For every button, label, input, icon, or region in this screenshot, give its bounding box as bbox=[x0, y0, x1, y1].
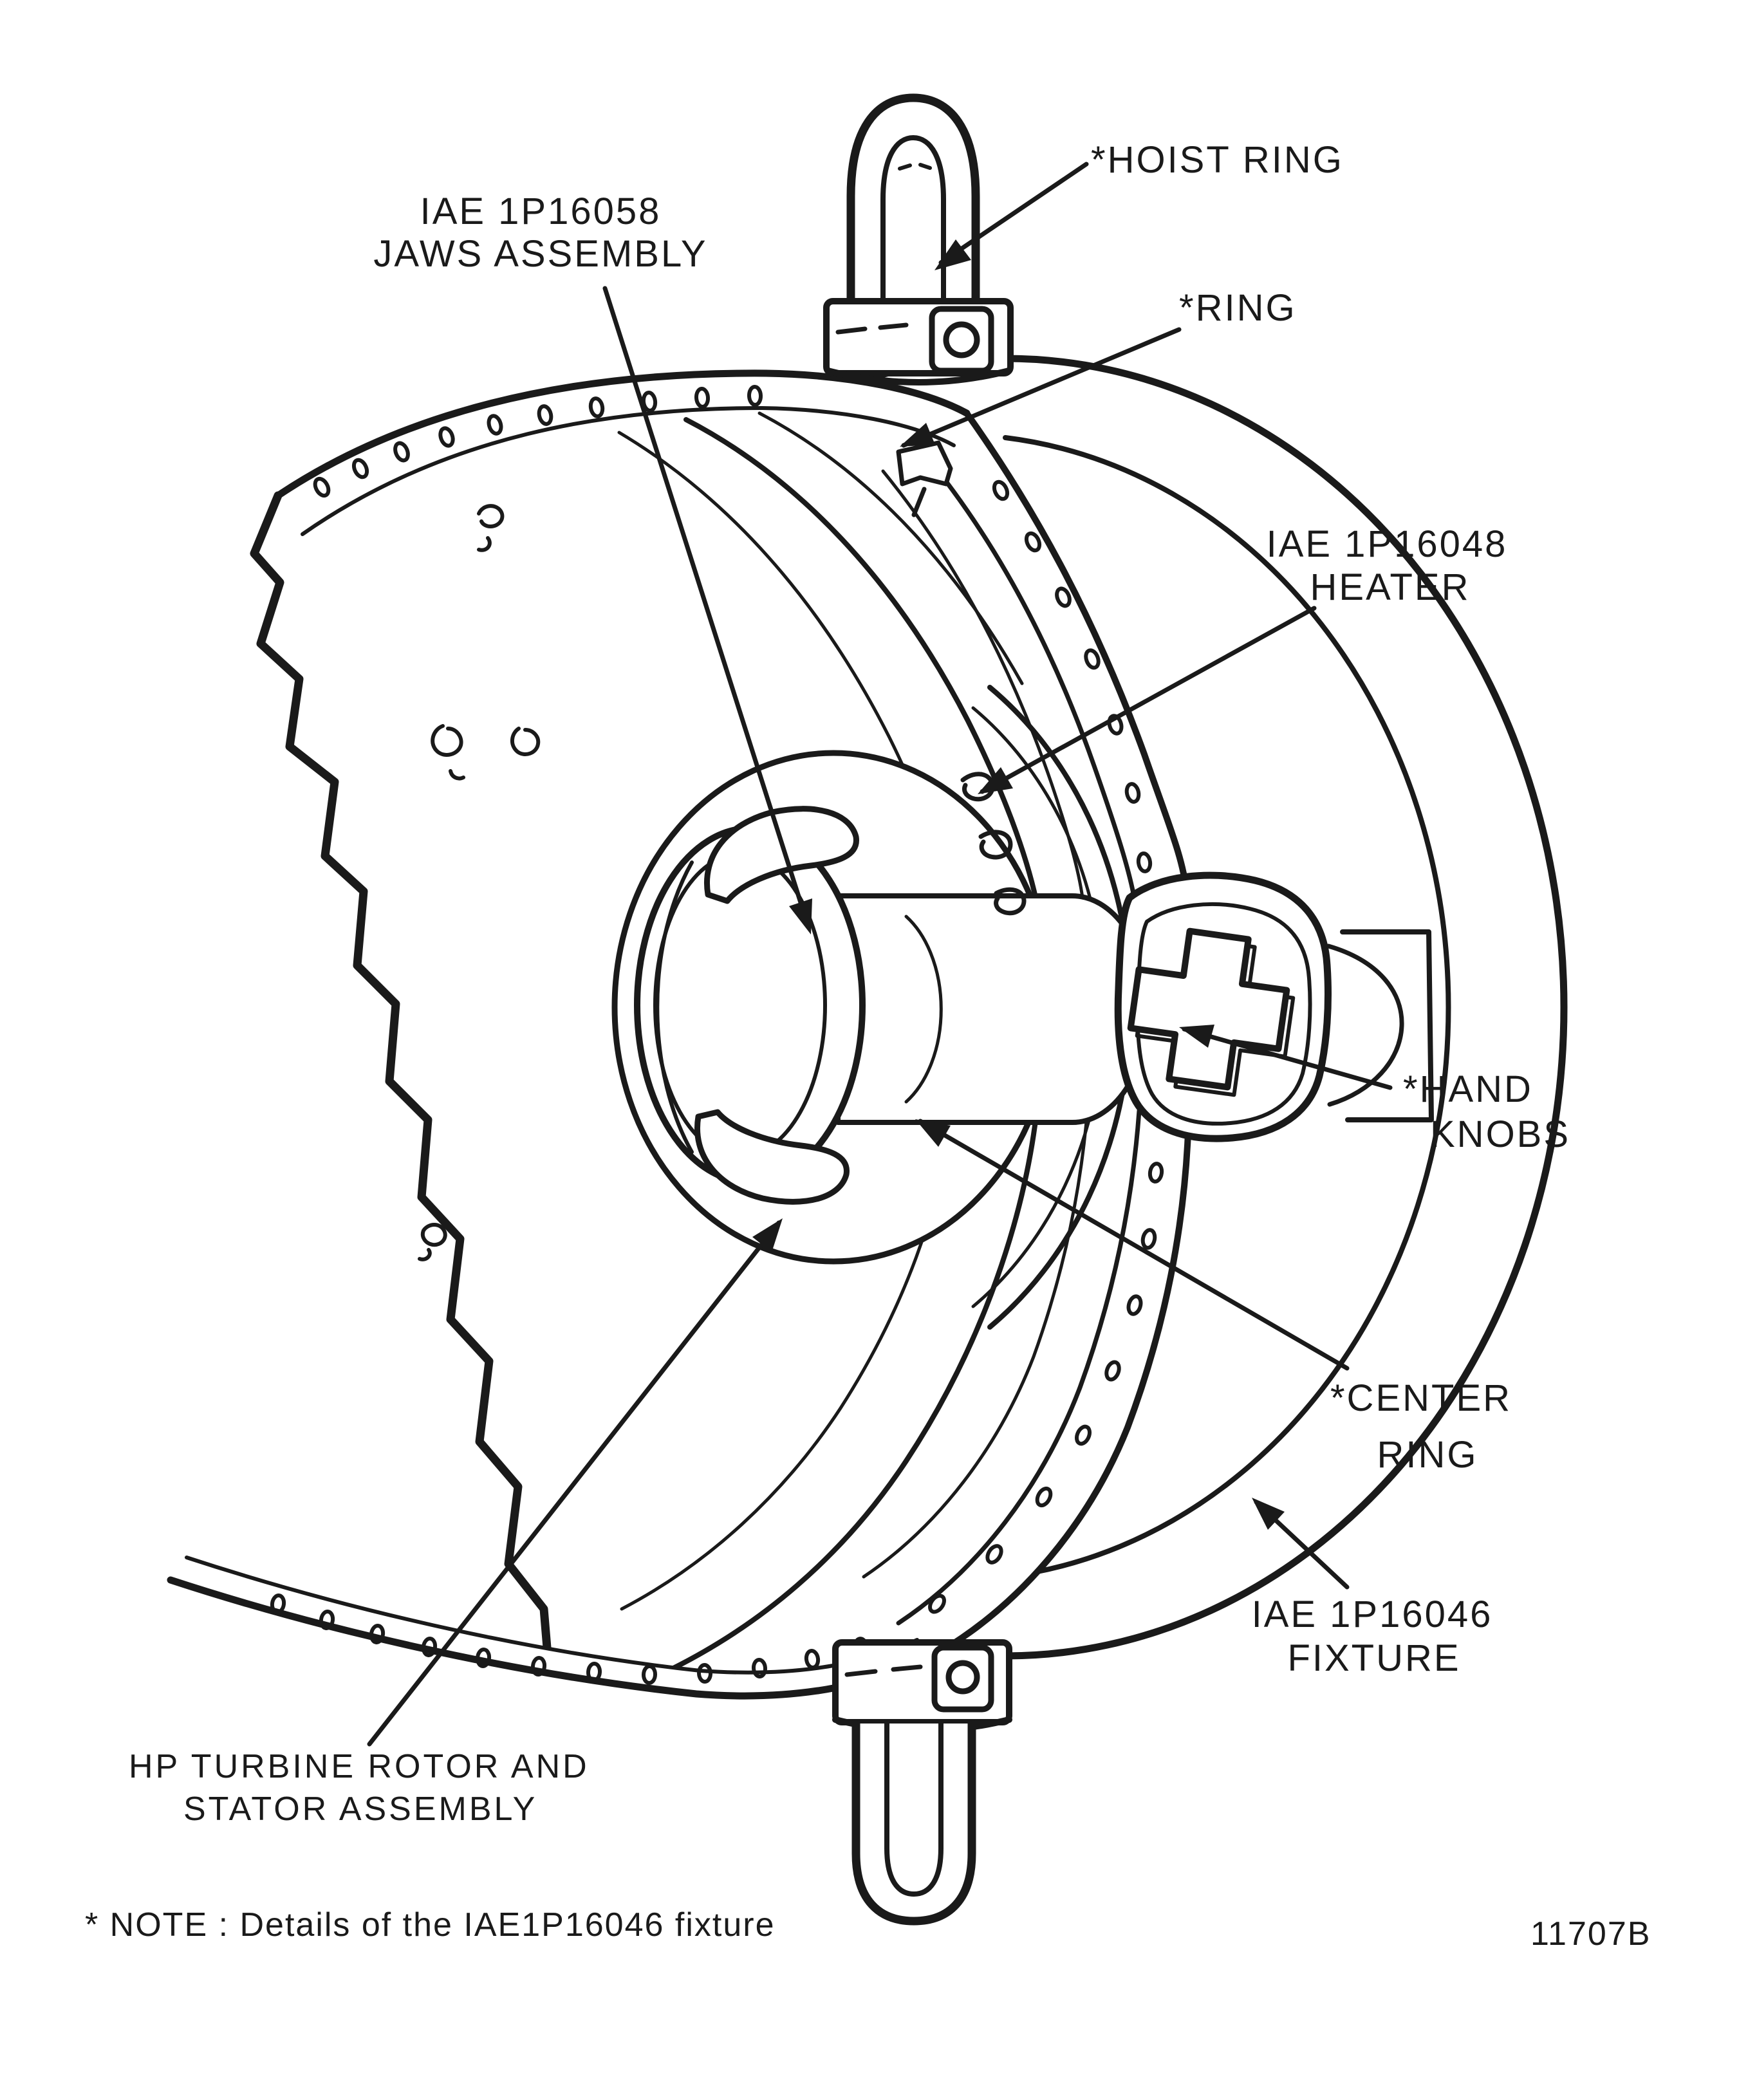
flange-outer-lower bbox=[926, 1129, 1191, 1661]
clevis-hole bbox=[943, 321, 980, 358]
label-center-ring-line1: *CENTER bbox=[1330, 1377, 1512, 1419]
knob-bracket bbox=[1340, 929, 1434, 1122]
label-heater-line1: IAE 1P16048 bbox=[1267, 523, 1508, 565]
label-center-ring-line2: RING bbox=[1377, 1434, 1478, 1476]
fixture-inner-rim-arc bbox=[1003, 435, 1451, 1579]
label-jaws-line1: IAE 1P16058 bbox=[420, 190, 662, 232]
leader-jaws bbox=[602, 286, 811, 929]
flange-upper-bolt-holes bbox=[992, 479, 1153, 873]
arrowhead-jaws bbox=[789, 898, 812, 934]
hub-face-arc bbox=[904, 915, 943, 1104]
leader-hp-turbine bbox=[367, 1220, 781, 1747]
label-hoist-ring: *HOIST RING bbox=[1091, 139, 1344, 181]
rim-top-outer bbox=[274, 369, 971, 499]
leader-center-ring bbox=[918, 1119, 1350, 1371]
case-line-lower bbox=[862, 1105, 1090, 1579]
leader-lines bbox=[367, 162, 1393, 1747]
leader-hoist-ring bbox=[938, 162, 1089, 265]
figure-number: 11707B bbox=[1530, 1915, 1651, 1953]
hub-cylinder-band bbox=[835, 893, 1151, 1125]
label-ring: *RING bbox=[1179, 287, 1297, 329]
label-hand-knobs-line2: KNOBS bbox=[1430, 1113, 1570, 1155]
leader-heater bbox=[980, 606, 1317, 794]
jaws-top bbox=[704, 806, 859, 904]
flange-lower-bolt-holes bbox=[928, 1162, 1164, 1614]
label-hp-turbine-line1: HP TURBINE ROTOR AND bbox=[129, 1748, 590, 1785]
arrowhead-ring bbox=[900, 423, 935, 447]
hub-socket-arc bbox=[655, 860, 694, 1154]
surface-squiggles bbox=[418, 504, 541, 1261]
rim-top-inner bbox=[301, 406, 956, 536]
knob-bracket-arc bbox=[1326, 943, 1404, 1107]
broken-edge bbox=[250, 491, 552, 1652]
ring-part bbox=[896, 440, 953, 517]
hoist-ring-bottom bbox=[832, 1639, 1012, 1926]
flange-outer-upper bbox=[963, 410, 1190, 897]
cone-arc-4 bbox=[660, 1102, 1040, 1676]
label-hand-knobs-line1: *HAND bbox=[1403, 1068, 1533, 1110]
label-hp-turbine-line2: STATOR ASSEMBLY bbox=[183, 1790, 537, 1828]
arrowhead-center-ring bbox=[915, 1119, 951, 1147]
callout-labels: *HOIST RING IAE 1P16058 JAWS ASSEMBLY *R… bbox=[129, 139, 1570, 1828]
arrowhead-heater bbox=[978, 767, 1013, 794]
arrowhead-hand-knobs bbox=[1179, 1025, 1214, 1048]
label-fixture-line1: IAE 1P16046 bbox=[1252, 1594, 1493, 1635]
clevis-plate-bottom bbox=[931, 1644, 994, 1713]
clevis-hole-bottom bbox=[945, 1660, 980, 1695]
rim-bottom-bolt-holes bbox=[270, 1594, 869, 1685]
label-fixture-line2: FIXTURE bbox=[1287, 1637, 1460, 1679]
heater-element-hooks bbox=[960, 772, 1027, 916]
leader-ring bbox=[901, 327, 1182, 448]
clevis-plate bbox=[929, 306, 994, 374]
note-text: * NOTE : Details of the IAE1P16046 fixtu… bbox=[85, 1906, 775, 1944]
cone-arc-1 bbox=[683, 417, 1040, 909]
jaws-bottom bbox=[694, 1109, 850, 1205]
hand-knob-cross bbox=[1127, 927, 1290, 1091]
leader-hand-knobs bbox=[1182, 1027, 1393, 1090]
label-jaws-line2: JAWS ASSEMBLY bbox=[373, 233, 707, 275]
shackle-inner-bottom bbox=[884, 1721, 944, 1897]
flange-inner-lower bbox=[896, 1108, 1142, 1626]
hoist-ring-top bbox=[823, 93, 1014, 386]
cone-arc-3 bbox=[758, 411, 1024, 685]
arrowhead-hoist-ring bbox=[934, 239, 971, 270]
hand-knob-assembly bbox=[1114, 871, 1434, 1142]
label-heater-line2: HEATER bbox=[1310, 566, 1471, 608]
arrowhead-hp-turbine bbox=[752, 1218, 783, 1252]
footer: * NOTE : Details of the IAE1P16046 fixtu… bbox=[85, 1906, 1651, 1953]
arrowhead-fixture bbox=[1252, 1498, 1285, 1530]
flange-inner-upper bbox=[919, 448, 1139, 915]
